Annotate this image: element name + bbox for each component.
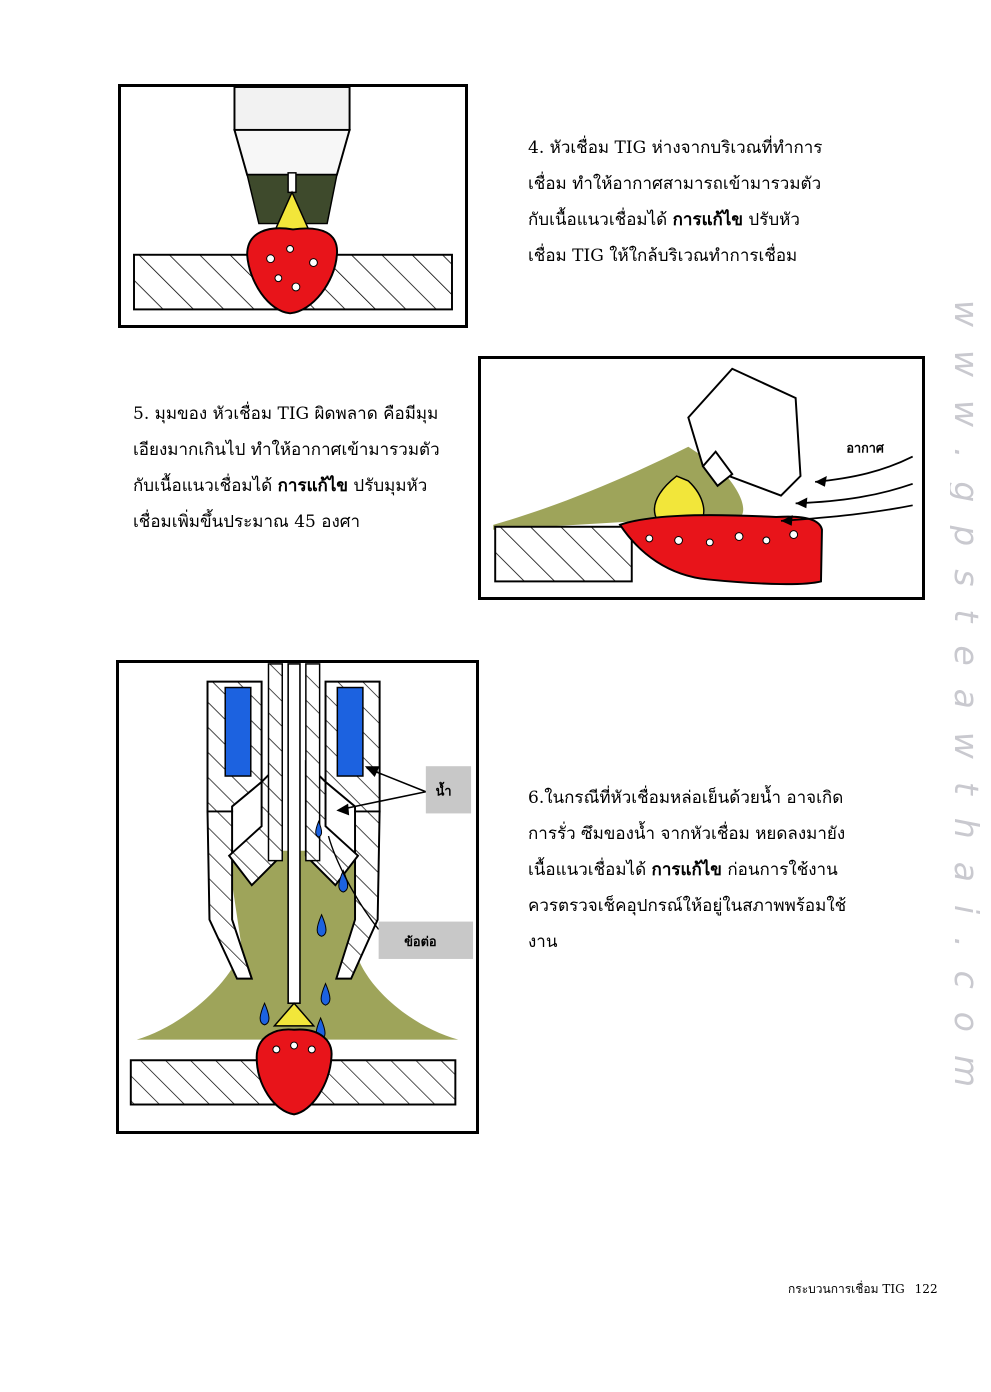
torch-body [233,87,351,131]
electrode [287,172,297,194]
joint-label: ข้อต่อ [404,935,436,950]
joint-pointer [327,835,380,930]
footer-title: กระบวนการเชื่อม TIG [788,1282,905,1296]
water-label-box [425,766,472,814]
fix-label: การแก้ไข [277,476,348,496]
weld-pool [246,227,338,315]
gas-nozzle-right [335,810,381,980]
water-pointer [340,790,427,811]
text-line: การรั่ว ซึมของน้ำ จากหัวเชื่อม หยดลงมายั… [528,824,846,844]
air-arrow [815,455,914,483]
text-line: เชื่อม ทำให้อากาศสามารถเข้ามารวมตัว [528,174,822,194]
water-leak-diagram: น้ำ ข้อต่อ [129,663,474,1116]
figure-torch-angle: อากาศ [478,356,925,600]
text-line: 5. มุมของ หัวเชื่อม TIG ผิดพลาด คือมีมุม [133,404,439,424]
text-line: เนื้อแนวเชื่อมได้ การแก้ไข ก่อนการใช้งาน [528,860,838,880]
water-drop [316,913,327,937]
base-plate [494,525,633,583]
text-line: เชื่อมเพิ่มขึ้นประมาณ 45 องศา [133,512,361,532]
arc-cone [272,1002,316,1027]
text-line: เชื่อม TIG ให้ใกล้บริเวณทำการเชื่อม [528,246,798,266]
weld-pool [618,514,823,586]
text-line: 4. หัวเชื่อม TIG ห่างจากบริเวณที่ทำการ [528,138,823,158]
section-6-text: 6.ในกรณีที่หัวเชื่อมหล่อเย็นด้วยน้ำ อาจเ… [528,780,846,960]
section-5-text: 5. มุมของ หัวเชื่อม TIG ผิดพลาด คือมีมุม… [133,396,440,540]
water-drop [315,819,323,838]
water-channel [336,686,364,777]
torch-too-far-diagram [133,87,453,315]
water-drop [320,982,331,1006]
fix-label: การแก้ไข [651,860,722,880]
water-drop [259,1001,270,1026]
fix-label: การแก้ไข [672,210,743,230]
text-line: ควรตรวจเช็คอุปกรณ์ให้อยู่ในสภาพพร้อมใช้ [528,896,847,916]
watermark: www.gpsteawthai.com [950,300,986,1111]
figure-torch-too-far [118,84,468,328]
page-footer: กระบวนการเชื่อม TIG 122 [788,1280,938,1299]
porosity [266,254,275,264]
text-line: กับเนื้อแนวเชื่อมได้ การแก้ไข ปรับหัว [528,210,800,230]
torch-nozzle [701,450,734,488]
page-number: 122 [914,1282,938,1296]
joint-label-box [378,921,474,959]
air-arrow [795,483,913,505]
air-label: อากาศ [846,441,885,456]
gas-nozzle-left [206,810,254,980]
air-arrow [780,504,913,522]
torch-angle-diagram: อากาศ [493,367,914,586]
figure-water-leak: น้ำ ข้อต่อ [116,660,479,1134]
text-line: 6.ในกรณีที่หัวเชื่อมหล่อเย็นด้วยน้ำ อาจเ… [528,788,844,808]
text-line: กับเนื้อแนวเชื่อมได้ การแก้ไข ปรับมุมหัว [133,476,428,496]
collet-tube [267,663,283,862]
water-channel [224,686,252,777]
water-label: น้ำ [436,782,452,800]
text-line: เอียงมากเกินไป ทำให้อากาศเข้ามารวมตัว [133,440,440,460]
section-4-text: 4. หัวเชื่อม TIG ห่างจากบริเวณที่ทำการ เ… [528,130,822,274]
torch-nozzle [233,128,351,176]
collet-tube [305,663,321,862]
text-line: งาน [528,932,558,952]
electrode [287,663,301,1005]
